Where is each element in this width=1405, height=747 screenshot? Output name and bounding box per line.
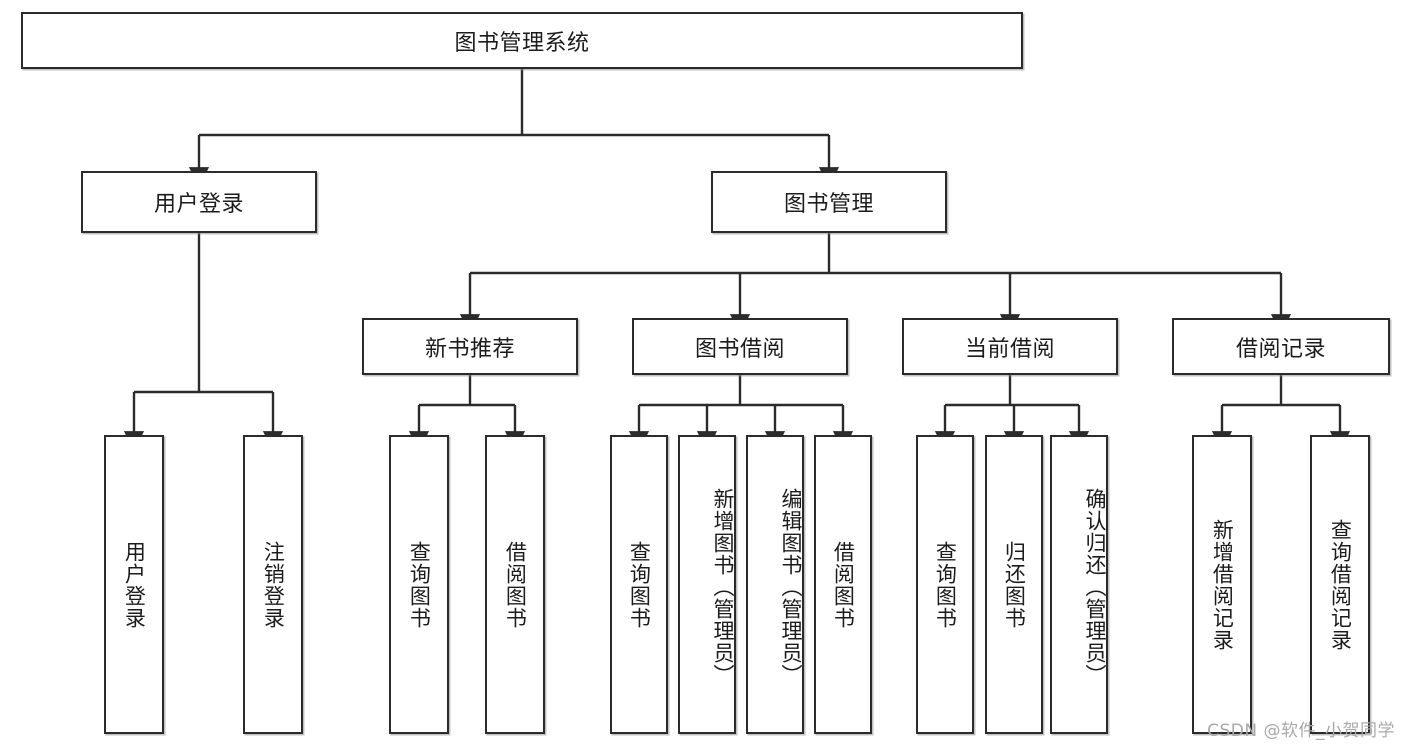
node-leaf-user-logout-label: 注销登录 bbox=[261, 540, 286, 629]
node-borrow-record-label: 借阅记录 bbox=[1235, 336, 1326, 362]
node-leaf-query-book-2-label: 查询图书 bbox=[627, 540, 652, 629]
node-leaf-borrow-book-1[interactable]: 借阅图书 bbox=[485, 435, 545, 734]
node-user-login[interactable]: 用户登录 bbox=[81, 171, 317, 233]
node-book-borrow[interactable]: 图书借阅 bbox=[632, 318, 848, 375]
node-leaf-confirm-return[interactable]: 确认归还（管理员） bbox=[1050, 435, 1108, 734]
node-leaf-add-book-label: 新增图书（管理员） bbox=[711, 487, 735, 686]
node-leaf-edit-book-label: 编辑图书（管理员） bbox=[779, 487, 803, 686]
node-leaf-user-login-label: 用户登录 bbox=[122, 540, 147, 629]
node-leaf-add-borrow-record-label: 新增借阅记录 bbox=[1210, 518, 1235, 651]
node-leaf-return-book-label: 归还图书 bbox=[1002, 540, 1027, 629]
node-leaf-user-login[interactable]: 用户登录 bbox=[104, 435, 164, 734]
node-leaf-query-book-2[interactable]: 查询图书 bbox=[610, 435, 668, 734]
node-leaf-return-book[interactable]: 归还图书 bbox=[985, 435, 1043, 734]
node-book-borrow-label: 图书借阅 bbox=[694, 336, 785, 362]
watermark-text: CSDN @软件_小贺同学 bbox=[1207, 721, 1395, 741]
node-leaf-query-book-1[interactable]: 查询图书 bbox=[389, 435, 449, 734]
node-book-manage-label: 图书管理 bbox=[783, 192, 874, 217]
node-leaf-add-book[interactable]: 新增图书（管理员） bbox=[678, 435, 736, 734]
node-leaf-query-borrow-record[interactable]: 查询借阅记录 bbox=[1310, 435, 1370, 734]
node-leaf-query-book-1-label: 查询图书 bbox=[407, 540, 432, 629]
node-leaf-confirm-return-label: 确认归还（管理员） bbox=[1083, 487, 1107, 686]
node-leaf-borrow-book-1-label: 借阅图书 bbox=[503, 540, 528, 629]
node-current-borrow[interactable]: 当前借阅 bbox=[902, 318, 1118, 375]
node-user-login-label: 用户登录 bbox=[153, 192, 244, 217]
node-new-book-recommend[interactable]: 新书推荐 bbox=[362, 318, 578, 375]
node-book-manage[interactable]: 图书管理 bbox=[711, 171, 947, 233]
node-leaf-query-book-3-label: 查询图书 bbox=[933, 540, 958, 629]
node-leaf-add-borrow-record[interactable]: 新增借阅记录 bbox=[1192, 435, 1252, 734]
node-leaf-edit-book[interactable]: 编辑图书（管理员） bbox=[746, 435, 804, 734]
node-new-book-recommend-label: 新书推荐 bbox=[424, 336, 515, 362]
node-current-borrow-label: 当前借阅 bbox=[964, 336, 1055, 362]
node-root-system[interactable]: 图书管理系统 bbox=[21, 12, 1023, 69]
node-leaf-query-book-3[interactable]: 查询图书 bbox=[916, 435, 974, 734]
node-leaf-borrow-book-2-label: 借阅图书 bbox=[831, 540, 856, 629]
node-leaf-query-borrow-record-label: 查询借阅记录 bbox=[1328, 518, 1353, 651]
node-borrow-record[interactable]: 借阅记录 bbox=[1172, 318, 1390, 375]
node-root-system-label: 图书管理系统 bbox=[454, 30, 590, 56]
node-leaf-borrow-book-2[interactable]: 借阅图书 bbox=[814, 435, 872, 734]
node-leaf-user-logout[interactable]: 注销登录 bbox=[243, 435, 303, 734]
